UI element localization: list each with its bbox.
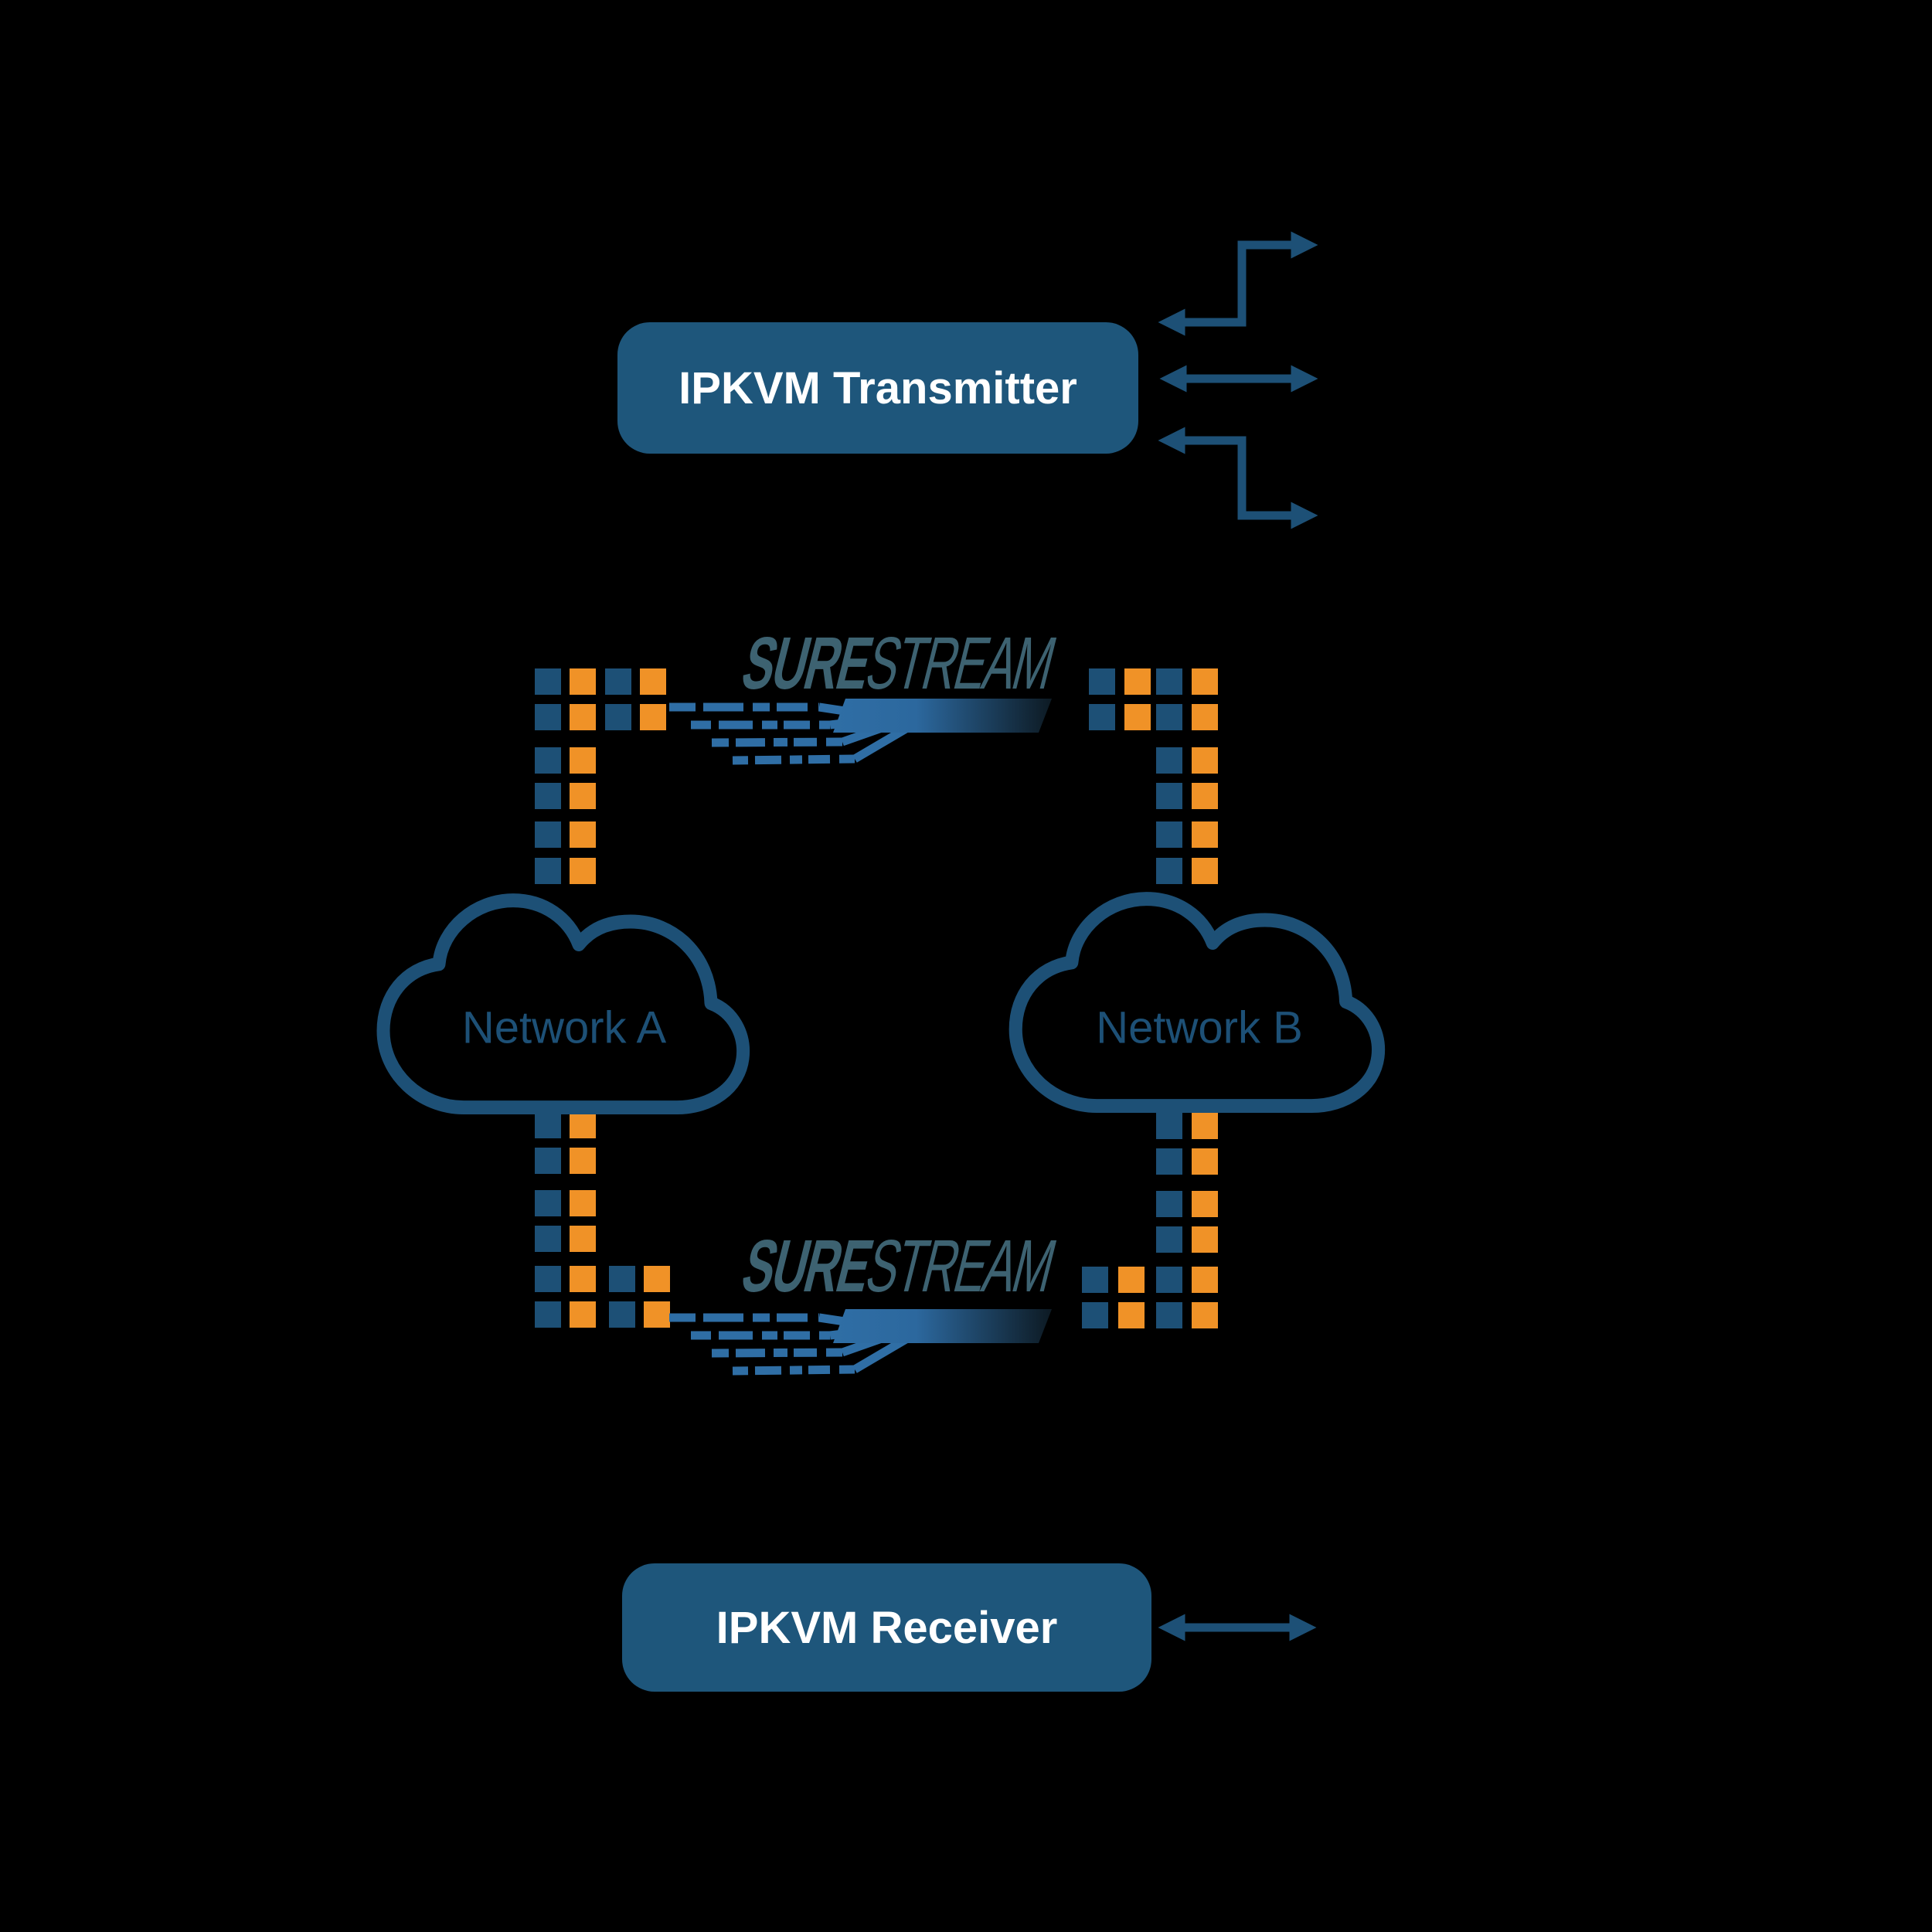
packet-trail-top-left: [535, 668, 666, 884]
transmitter-arrow-bottom: [1158, 427, 1318, 529]
surestream-logo-top-stream: STREAM: [858, 622, 1063, 705]
ipkvm-receiver-box: IPKVM Receiver: [622, 1563, 1151, 1692]
surestream-logo-top: SURESTREAM: [735, 622, 1063, 705]
network-b-label: Network B: [1096, 1002, 1303, 1053]
packet-trail-bottom-right: [1082, 1113, 1218, 1328]
surestream-logo-bottom-stream: STREAM: [858, 1225, 1063, 1308]
network-a-label: Network A: [461, 1002, 667, 1053]
ipkvm-transmitter-box: IPKVM Transmitter: [617, 322, 1138, 454]
ipkvm-receiver-label: IPKVM Receiver: [716, 1602, 1058, 1653]
transmitter-arrow-top: [1158, 231, 1318, 336]
surestream-logo-bottom-sure: SURE: [734, 1225, 879, 1308]
ipkvm-transmitter-label: IPKVM Transmitter: [679, 362, 1077, 413]
surestream-stream-bottom: [669, 1309, 1052, 1371]
packet-trail-bottom-left: [535, 1112, 670, 1328]
transmitter-io-arrows: [1158, 231, 1318, 529]
surestream-logo-top-sure: SURE: [734, 622, 879, 705]
surestream-stream-top: [669, 699, 1052, 760]
surestream-logo-bottom: SURESTREAM: [735, 1225, 1063, 1308]
packet-trail-top-right: [1089, 668, 1218, 884]
